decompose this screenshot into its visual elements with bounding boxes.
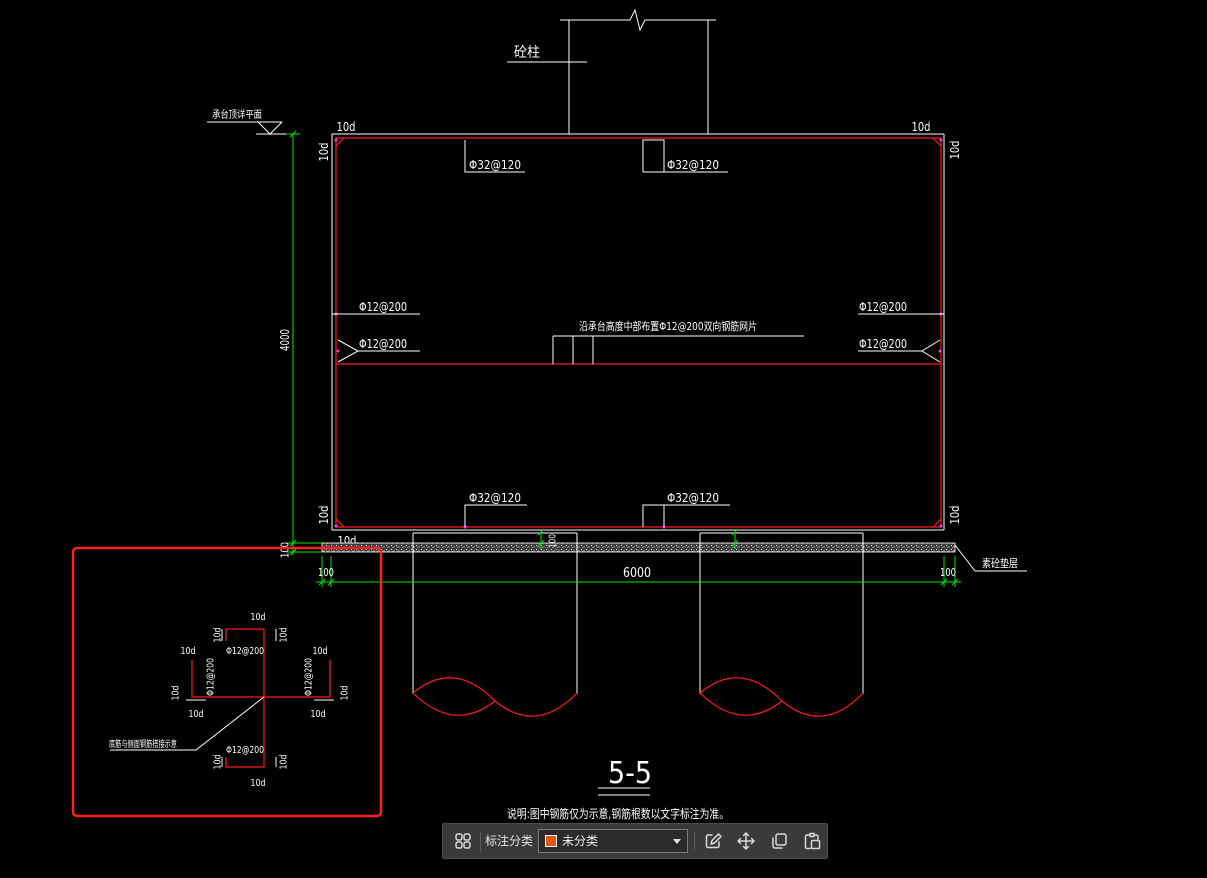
detail-10d-left-upper: 10d [181, 646, 196, 657]
toolbar-divider [480, 832, 481, 851]
top-bar-spec-right: Φ32@120 [667, 158, 719, 172]
cushion-thickness-dim: 100 [279, 542, 292, 558]
category-color-swatch [545, 835, 557, 847]
copy-icon-shape [772, 833, 787, 849]
grid-icon [455, 833, 471, 849]
cushion-label: 素砼垫层 [982, 556, 1018, 570]
pile-embed-dimension [537, 528, 739, 549]
copy-icon [772, 833, 787, 849]
section-title-underline [598, 787, 650, 796]
top-bar-leaders [464, 139, 728, 173]
selected-category: 未分类 [562, 834, 599, 848]
pile-break-symbols [412, 677, 864, 717]
column-label: 砼柱 [514, 45, 540, 61]
toolbar-divider [694, 832, 695, 851]
detail-highlight-frame[interactable] [71, 546, 383, 818]
detail-rebar-lines [191, 628, 331, 768]
detail-10d-left-side: 10d [171, 686, 182, 701]
width-dim-left-edge: 100 [318, 566, 334, 579]
pile-cap-outline [331, 133, 945, 531]
section-title: 5-5 [608, 756, 652, 791]
annotation-category-select[interactable]: 未分类 [538, 829, 688, 853]
bottom-bar-leaders [464, 504, 730, 527]
rebar-corner-hooks [335, 137, 942, 528]
cushion-label-leader [954, 544, 1027, 572]
move-icon-shape [737, 832, 755, 850]
annotation-category-label: 标注分类 [485, 834, 534, 848]
top-bar-spec-left: Φ32@120 [469, 158, 521, 172]
side-bar-spec-left-lower: Φ12@200 [359, 337, 407, 351]
move-icon [737, 832, 755, 850]
anchor-length-left-lower: 10d [317, 506, 331, 525]
detail-10d-top-left: 10d [213, 628, 224, 643]
detail-10d-top: 10d [251, 612, 266, 623]
pile-embed-dim: 100 [548, 534, 559, 548]
width-dim-value: 6000 [623, 566, 651, 581]
concrete-cushion-layer [321, 542, 956, 553]
bottom-bar-spec-left: Φ32@120 [469, 491, 521, 505]
detail-10d-bottom-left: 10d [213, 755, 224, 770]
width-dimension-line [316, 556, 961, 587]
elevation-marker [207, 121, 300, 135]
detail-10d-bottom-right: 10d [279, 755, 290, 770]
chevron-down-icon [673, 839, 681, 844]
column-break-line [560, 8, 716, 32]
detail-10d-left-bottom: 10d [189, 709, 204, 720]
anchor-length-right-lower: 10d [948, 506, 962, 525]
height-dim-value: 4000 [278, 329, 292, 351]
detail-10d-right-upper: 10d [313, 646, 328, 657]
anchor-length-right-upper: 10d [948, 141, 962, 160]
detail-bar-spec-top: Φ12@200 [226, 646, 264, 657]
anchor-length-left-upper: 10d [317, 143, 331, 162]
side-bar-leaders [332, 313, 944, 363]
rebar-section-dots [334, 138, 943, 529]
anchor-length-top-left: 10d [337, 120, 356, 134]
drawing-note: 说明:图中钢筋仅为示意,钢筋根数以文字标注为准。 [507, 806, 729, 821]
detail-10d-bottom: 10d [251, 778, 266, 789]
edit-annotation-button[interactable] [698, 827, 728, 855]
side-bar-spec-left-upper: Φ12@200 [359, 300, 407, 314]
mid-mesh-note: 沿承台高度中部布置Φ12@200双向钢筋网片 [579, 319, 757, 333]
annotation-toolbar: 标注分类 未分类 [442, 823, 828, 859]
detail-10d-right-side: 10d [340, 686, 351, 701]
pile-outlines [412, 532, 864, 694]
detail-bar-spec-left: Φ12@200 [206, 658, 217, 696]
detail-10d-top-right: 10d [279, 628, 290, 643]
paste-icon-shape [804, 832, 821, 850]
cap-top-label: 承台顶详平面 [212, 108, 262, 121]
detail-lap-leader [110, 696, 265, 751]
bottom-bar-spec-right: Φ32@120 [667, 491, 719, 505]
side-bar-spec-right-upper: Φ12@200 [859, 300, 907, 314]
grid-view-button[interactable] [448, 827, 478, 855]
edit-icon [705, 833, 722, 849]
mid-mesh-leader [552, 335, 804, 364]
move-button[interactable] [731, 827, 761, 855]
detail-bar-spec-right: Φ12@200 [304, 658, 315, 696]
side-bar-spec-right-lower: Φ12@200 [859, 337, 907, 351]
detail-dimension-ticks [186, 629, 334, 767]
height-dimension-line [286, 130, 322, 556]
edit-icon-shape [705, 833, 722, 849]
column-outline [568, 20, 709, 134]
grid-icon-shape [455, 833, 471, 849]
copy-button[interactable] [764, 827, 794, 855]
anchor-length-top-right: 10d [912, 120, 931, 134]
width-dim-right-edge: 100 [940, 566, 956, 579]
detail-lap-note: 底筋与侧面钢筋搭接示意 [109, 738, 177, 750]
detail-bar-spec-bottom: Φ12@200 [226, 745, 264, 756]
detail-10d-right-bottom: 10d [311, 709, 326, 720]
paste-icon [804, 832, 821, 850]
paste-button[interactable] [797, 827, 827, 855]
